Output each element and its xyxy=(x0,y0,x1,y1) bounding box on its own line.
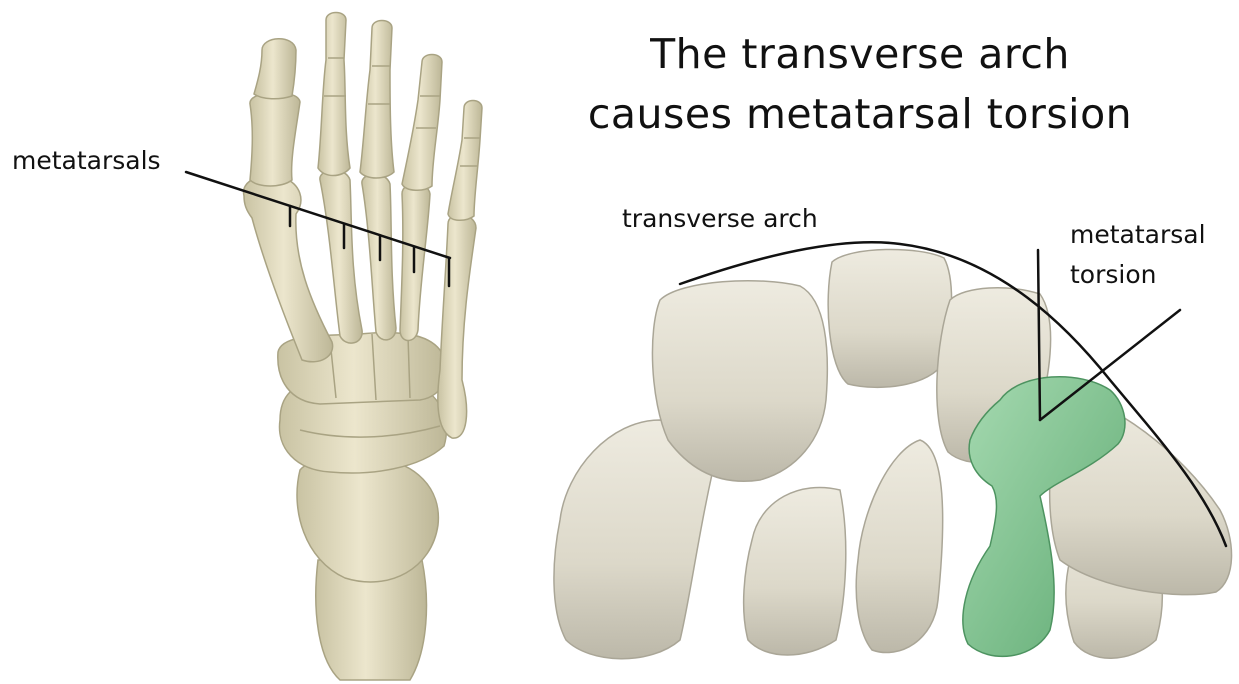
title-line-2: causes metatarsal torsion xyxy=(560,94,1160,135)
metatarsal-torsion-label-line-2: torsion xyxy=(1070,262,1157,287)
transverse-arch-label: transverse arch xyxy=(622,206,818,231)
metatarsal-1 xyxy=(244,176,333,362)
toe-2-phalanges xyxy=(318,13,350,176)
foot-skeleton-dorsal-view xyxy=(244,13,482,681)
hallux-proximal-phalanx xyxy=(250,92,300,186)
metatarsal-shaft-2 xyxy=(744,487,846,655)
metatarsal-5 xyxy=(438,215,476,438)
metatarsal-2 xyxy=(320,170,362,343)
toe-5-phalanges xyxy=(448,101,482,221)
hallux-distal-phalanx xyxy=(254,39,296,99)
metatarsal-shaft-3 xyxy=(856,440,942,653)
transverse-arch-cross-section xyxy=(554,249,1232,658)
medial-cuneiform-block xyxy=(652,281,827,482)
intermediate-cuneiform-block xyxy=(828,249,951,387)
metatarsal-torsion-label-line-1: metatarsal xyxy=(1070,222,1206,247)
toe-4-phalanges xyxy=(402,55,442,191)
metatarsals-label: metatarsals xyxy=(12,148,161,173)
toe-3-phalanges xyxy=(360,21,394,179)
title-line-1: The transverse arch xyxy=(560,34,1160,75)
